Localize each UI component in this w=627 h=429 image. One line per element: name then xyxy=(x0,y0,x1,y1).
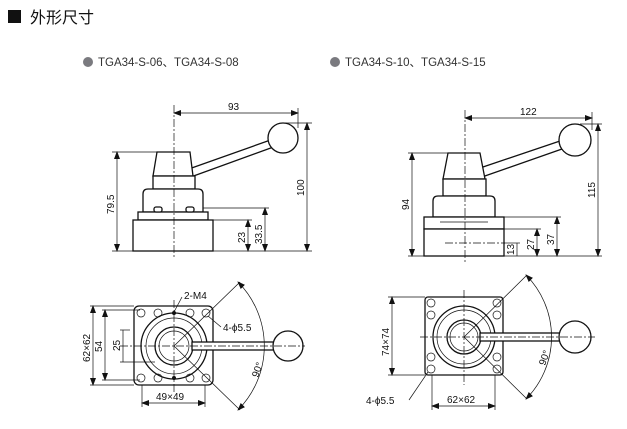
dim-body-height: 79.5 xyxy=(106,194,117,214)
dim-thread: 2-M4 xyxy=(184,291,207,302)
dim-h1: 23 xyxy=(237,231,248,243)
dim-h2: 27 xyxy=(526,238,537,250)
dim-angle: 90° xyxy=(250,361,266,379)
dim-size: 62×62 xyxy=(82,333,93,362)
right-top-view: 90° 74×74 62×62 4-ϕ5.5 xyxy=(366,274,595,410)
bullet-icon xyxy=(83,57,93,67)
dim-h2: 33.5 xyxy=(254,224,265,244)
dim-pitch-v: 54 xyxy=(94,340,105,352)
dim-body-height: 94 xyxy=(401,198,412,210)
dim-holes: 4-ϕ5.5 xyxy=(366,396,395,407)
left-top-view: 90° 62×62 54 25 49×49 2-M4 4-ϕ5.5 xyxy=(82,281,305,411)
header-square-icon xyxy=(8,10,21,23)
dim-h3: 37 xyxy=(546,233,557,245)
dim-width: 122 xyxy=(520,107,537,118)
dim-total-height: 100 xyxy=(296,179,307,196)
left-side-view: 93 79.5 100 23 33.5 xyxy=(106,102,312,258)
bullet-icon xyxy=(330,57,340,67)
dim-h1: 13 xyxy=(506,243,517,255)
dim-port: 25 xyxy=(112,339,123,351)
dim-angle: 90° xyxy=(537,349,553,367)
dim-width: 93 xyxy=(228,102,240,113)
dim-pitch: 49×49 xyxy=(156,392,185,403)
handle-ball xyxy=(267,122,299,154)
dim-holes: 4-ϕ5.5 xyxy=(223,323,252,334)
right-side-view: 122 94 115 13 27 37 xyxy=(401,107,602,264)
dim-pitch: 62×62 xyxy=(447,395,476,406)
section-title: 外形尺寸 xyxy=(30,8,94,27)
handle-ball xyxy=(558,123,592,157)
dim-size: 74×74 xyxy=(381,327,392,356)
right-model-label: TGA34-S-10、TGA34-S-15 xyxy=(345,57,486,69)
dim-total-height: 115 xyxy=(587,182,598,198)
left-model-label: TGA34-S-06、TGA34-S-08 xyxy=(98,57,239,69)
